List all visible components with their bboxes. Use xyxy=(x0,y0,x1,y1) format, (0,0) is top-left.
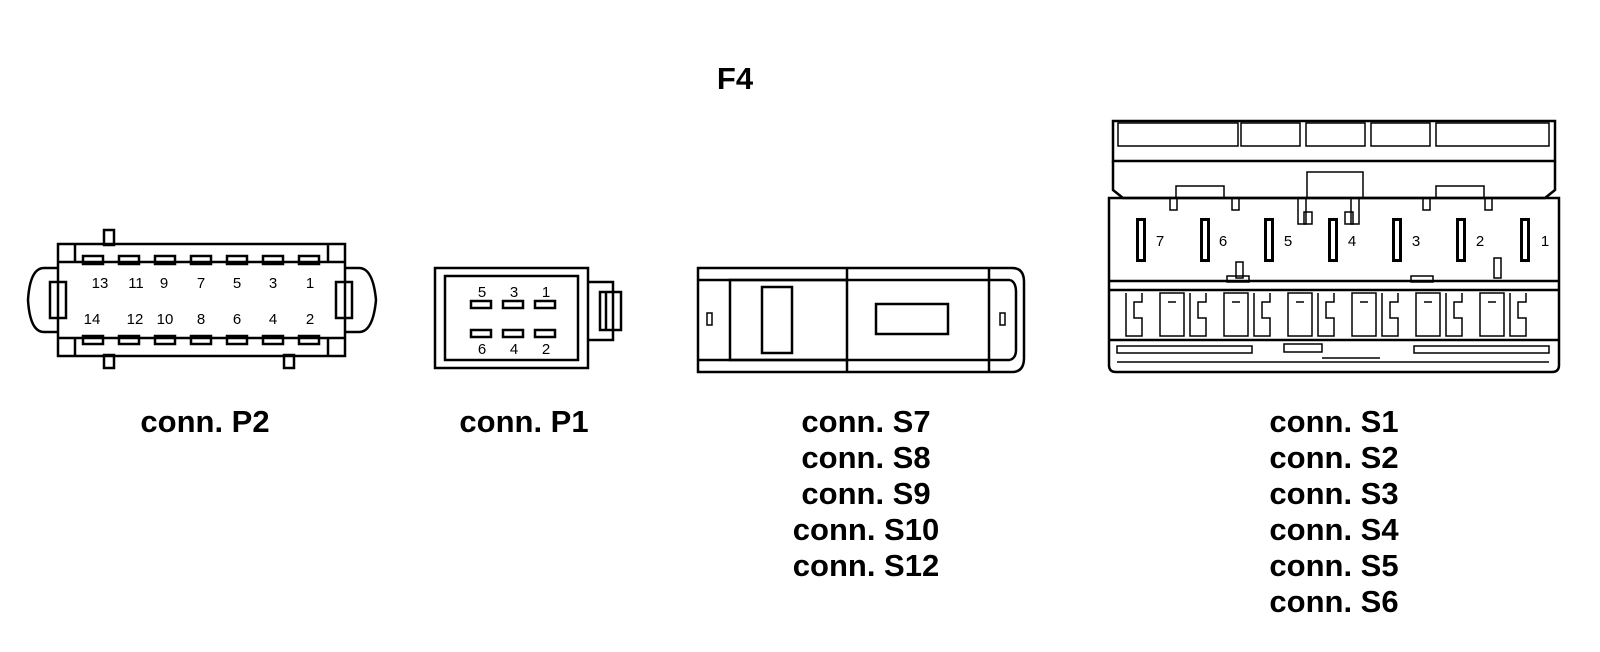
s1-pin-7: 7 xyxy=(1156,233,1164,250)
connector-s1-label: conn. S1 xyxy=(1269,404,1398,439)
connector-s7-left-window xyxy=(728,278,849,362)
s1-pin-3: 3 xyxy=(1412,233,1420,250)
p2-pin-13: 13 xyxy=(92,275,109,292)
connector-p2: 13 11 9 7 5 3 1 14 12 10 8 6 4 2 conn. P… xyxy=(26,228,378,439)
p2-pin-4: 4 xyxy=(269,311,277,328)
p2-pin-5: 5 xyxy=(233,275,241,292)
connector-p1-latch xyxy=(588,280,615,342)
connector-s7-latch-slot xyxy=(760,285,794,355)
s1-pin-5: 5 xyxy=(1284,233,1292,250)
p2-pin-3: 3 xyxy=(269,275,277,292)
connector-p2-right-lug xyxy=(345,266,378,334)
connector-s7-label: conn. S7 xyxy=(801,404,930,439)
p2-pin-11: 11 xyxy=(128,275,144,292)
connector-s7-body xyxy=(696,266,1026,374)
p1-pin-3: 3 xyxy=(510,284,518,301)
connector-p1-pin-slots xyxy=(469,299,557,339)
connector-s1-top-housing xyxy=(1111,119,1557,163)
connector-p2-pin-slots xyxy=(81,254,321,346)
connector-p1-body xyxy=(433,266,590,370)
p2-pin-2: 2 xyxy=(306,311,314,328)
connector-s8-label: conn. S8 xyxy=(801,440,930,475)
diagram-title: F4 xyxy=(717,61,754,96)
connector-p1-inner xyxy=(443,274,580,362)
p2-pin-12: 12 xyxy=(127,311,144,328)
connector-p2-left-lug xyxy=(26,266,58,334)
p2-pin-1: 1 xyxy=(306,275,314,292)
p2-pin-10: 10 xyxy=(157,311,174,328)
connector-s7-terminal-slot xyxy=(874,302,950,336)
p1-pin-6: 6 xyxy=(478,341,486,358)
connector-s1: 7 6 5 4 3 2 1 conn. S1 conn. S2 conn. S3… xyxy=(1107,119,1561,619)
connector-s2-label: conn. S2 xyxy=(1269,440,1398,475)
connector-s10-label: conn. S10 xyxy=(793,512,939,547)
connector-s7: conn. S7 conn. S8 conn. S9 conn. S10 con… xyxy=(696,266,1026,583)
connector-s6-label: conn. S6 xyxy=(1269,584,1398,619)
connector-s1-body xyxy=(1107,196,1561,374)
connector-p2-label: conn. P2 xyxy=(140,404,269,439)
p2-pin-7: 7 xyxy=(197,275,205,292)
p1-pin-4: 4 xyxy=(510,341,518,358)
connector-p1: 5 3 1 6 4 2 conn. P1 xyxy=(433,266,623,439)
connector-s4-label: conn. S4 xyxy=(1269,512,1399,547)
connector-s5-label: conn. S5 xyxy=(1269,548,1398,583)
s1-pin-6: 6 xyxy=(1219,233,1227,250)
s1-pin-4: 4 xyxy=(1348,233,1356,250)
connector-s12-label: conn. S12 xyxy=(793,548,939,583)
connector-p1-label: conn. P1 xyxy=(459,404,588,439)
connector-s9-label: conn. S9 xyxy=(801,476,930,511)
connector-p2-body xyxy=(56,242,347,358)
p1-pin-2: 2 xyxy=(542,341,550,358)
p2-pin-9: 9 xyxy=(160,275,168,292)
p2-pin-8: 8 xyxy=(197,311,205,328)
s1-pin-1: 1 xyxy=(1541,233,1549,250)
p1-pin-5: 5 xyxy=(478,284,486,301)
p1-pin-1: 1 xyxy=(542,284,550,301)
connector-s1-terminal-cavities xyxy=(1125,292,1527,337)
p2-pin-14: 14 xyxy=(84,311,101,328)
s1-pin-2: 2 xyxy=(1476,233,1484,250)
p2-pin-6: 6 xyxy=(233,311,241,328)
connector-s3-label: conn. S3 xyxy=(1269,476,1398,511)
